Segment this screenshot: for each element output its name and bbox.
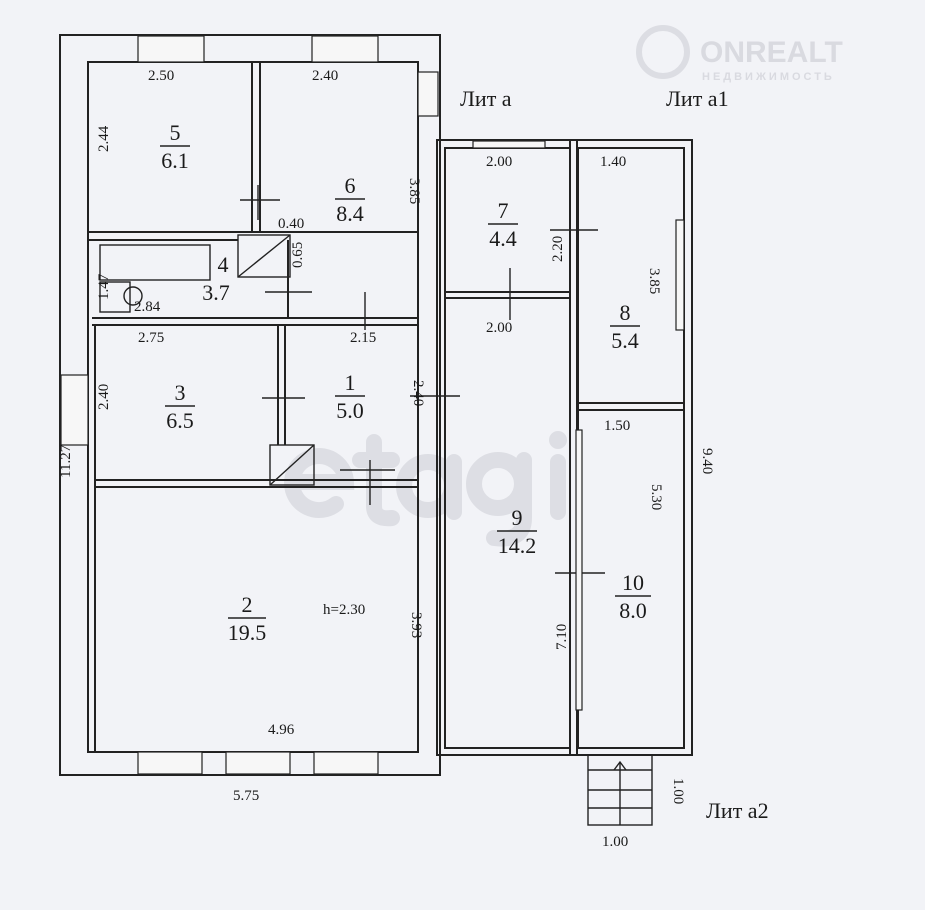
room-2: 219.5 bbox=[228, 592, 267, 645]
windows bbox=[60, 35, 685, 775]
room-area: 3.7 bbox=[202, 280, 230, 305]
room-area: 4.4 bbox=[489, 226, 517, 251]
room-number: 5 bbox=[170, 120, 181, 145]
dimension-label: 2.20 bbox=[550, 236, 566, 262]
dimension-label: 3.93 bbox=[408, 612, 424, 638]
etagi-watermark bbox=[284, 431, 567, 547]
room-area: 5.4 bbox=[611, 328, 639, 353]
dimension-label: 2.00 bbox=[486, 154, 512, 170]
dimension-label: 1.40 bbox=[600, 154, 626, 170]
dimension-label: 7.10 bbox=[554, 624, 570, 650]
watermark-sub: НЕДВИЖИМОСТЬ bbox=[702, 71, 835, 83]
dimension-label: 1.50 bbox=[604, 418, 630, 434]
room-number: 3 bbox=[175, 380, 186, 405]
dimension-label: 2.40 bbox=[96, 384, 112, 410]
room-number: 9 bbox=[512, 505, 523, 530]
room-10: 108.0 bbox=[615, 570, 651, 623]
dimension-label: 2.40 bbox=[312, 68, 338, 84]
dimension-label: 2.75 bbox=[138, 330, 164, 346]
dimension-label: 1.47 bbox=[96, 273, 112, 300]
onrealt-watermark: ONREALT НЕДВИЖИМОСТЬ bbox=[636, 25, 843, 83]
dimension-label: 3.85 bbox=[406, 178, 422, 204]
dimension-label: 2.15 bbox=[350, 330, 376, 346]
room-number: 2 bbox=[242, 592, 253, 617]
dimension-label: 4.96 bbox=[268, 722, 295, 738]
room-area: 6.1 bbox=[161, 148, 189, 173]
room-7: 74.4 bbox=[488, 198, 518, 251]
room-area: 8.4 bbox=[336, 201, 364, 226]
room-8: 85.4 bbox=[610, 300, 640, 353]
dimension-label: 1.00 bbox=[670, 778, 686, 804]
room-9: 914.2 bbox=[497, 505, 537, 558]
room-number: 8 bbox=[620, 300, 631, 325]
room-area: 19.5 bbox=[228, 620, 267, 645]
dimension-label: 5.30 bbox=[648, 484, 664, 510]
room-number: 7 bbox=[498, 198, 509, 223]
lit-a2-label: Лит а2 bbox=[706, 798, 769, 823]
room-3: 36.5 bbox=[165, 380, 195, 433]
dimension-label: 0.65 bbox=[290, 242, 306, 268]
lit-a1-label: Лит а1 bbox=[666, 86, 729, 111]
walls bbox=[59, 34, 693, 826]
room-area: 14.2 bbox=[498, 533, 537, 558]
dimension-label: 11.27 bbox=[58, 444, 74, 478]
dimension-labels: 2.50 2.44 2.40 3.85 0.40 0.65 1.47 2.84 … bbox=[58, 68, 715, 850]
dimension-label: h=2.30 bbox=[323, 602, 365, 618]
dimension-label: 2.40 bbox=[410, 380, 426, 406]
dimension-label: 3.85 bbox=[646, 268, 662, 294]
room-1: 15.0 bbox=[335, 370, 365, 423]
house-logo-icon bbox=[636, 25, 690, 79]
dimension-label: 1.00 bbox=[602, 834, 628, 850]
room-5: 56.1 bbox=[160, 120, 190, 173]
room-number: 1 bbox=[345, 370, 356, 395]
room-number: 10 bbox=[622, 570, 644, 595]
watermark-brand: ONREALT bbox=[700, 36, 843, 69]
room-number: 6 bbox=[345, 173, 356, 198]
room-4: 43.7 bbox=[202, 252, 230, 305]
dimension-label: 2.50 bbox=[148, 68, 174, 84]
room-area: 8.0 bbox=[619, 598, 647, 623]
dimension-label: 2.00 bbox=[486, 320, 512, 336]
room-area: 5.0 bbox=[336, 398, 364, 423]
dimension-label: 0.40 bbox=[278, 216, 304, 232]
lit-a-label: Лит а bbox=[460, 86, 512, 111]
entry-arrow-icon bbox=[613, 760, 627, 771]
room-number: 4 bbox=[218, 252, 229, 277]
room-labels: 56.1 68.4 43.7 36.5 15.0 219.5 74.4 85.4… bbox=[160, 120, 651, 645]
dimension-label: 2.84 bbox=[134, 299, 161, 315]
dimension-label: 2.44 bbox=[96, 125, 112, 152]
dimension-label: 5.75 bbox=[233, 788, 259, 804]
room-6: 68.4 bbox=[335, 173, 365, 226]
dimension-label: 9.40 bbox=[699, 448, 715, 474]
room-area: 6.5 bbox=[166, 408, 194, 433]
